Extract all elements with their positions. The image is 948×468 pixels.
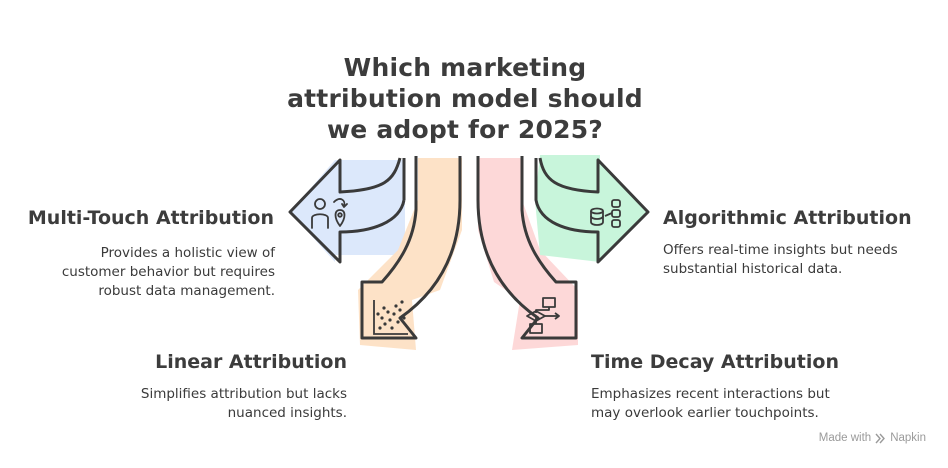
multi-touch-heading: Multi-Touch Attribution [27, 207, 274, 229]
diagram-title: Which marketing attribution model should… [250, 52, 680, 145]
linear-heading: Linear Attribution [155, 351, 347, 373]
algorithmic-description: Offers real-time insights but needs subs… [663, 242, 898, 277]
multi-touch-description: Provides a holistic view of customer beh… [61, 245, 275, 299]
person-location-icon [311, 198, 348, 229]
time-decay-heading: Time Decay Attribution [591, 351, 839, 373]
made-with-label: Made with [818, 432, 872, 444]
database-icon [590, 199, 621, 228]
algorithmic-arrow [534, 155, 650, 264]
napkin-brand: Napkin [890, 432, 926, 444]
linear-description: Simplifies attribution but lacks nuanced… [140, 386, 347, 421]
footer-attribution[interactable]: Made with Napkin [819, 432, 926, 444]
time-decay-description: Emphasizes recent interactions but may o… [591, 386, 830, 421]
algorithmic-heading: Algorithmic Attribution [663, 207, 912, 229]
linear-arrow [358, 156, 462, 350]
napkin-logo-icon [875, 433, 886, 443]
time-decay-arrow [476, 156, 578, 350]
flowchart-icon [526, 297, 560, 334]
multi-touch-arrow [288, 157, 406, 264]
title-text: Which marketing attribution model should… [287, 53, 643, 144]
scatter-plot-icon [373, 300, 408, 335]
